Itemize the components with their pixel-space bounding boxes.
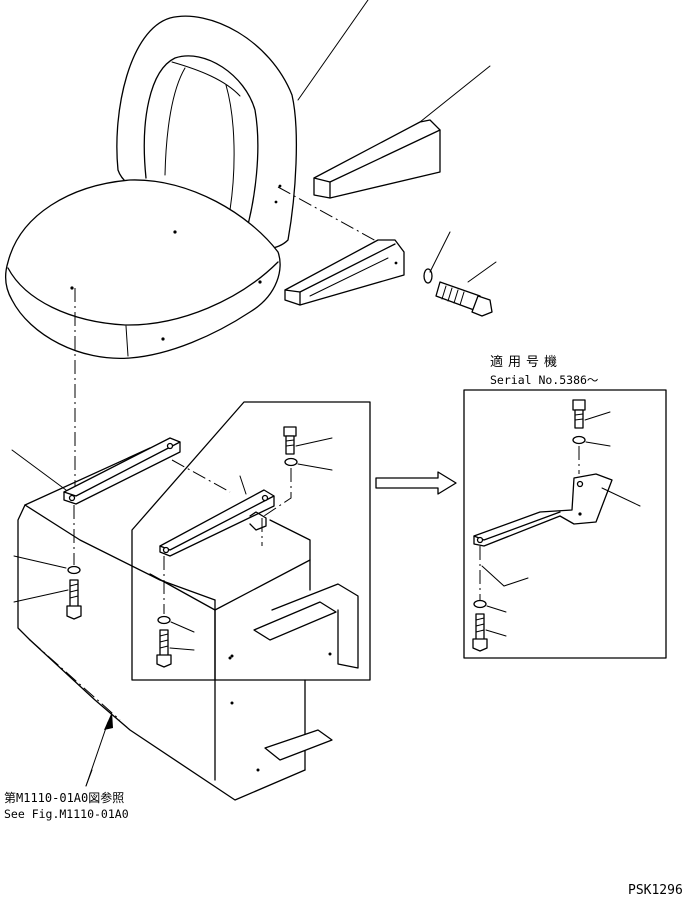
armrest-pad: [313, 65, 491, 199]
rh-bolt-lower: [472, 613, 507, 652]
serial-jp-label: 適用号機: [490, 354, 562, 370]
rh-bolt-upper: [572, 399, 611, 429]
armrest-bolt: [435, 261, 497, 317]
detail-box-right: [463, 389, 667, 659]
seat-base-frame: [17, 447, 306, 801]
seat-mount-bracket-left: [11, 288, 181, 505]
operator-seat: [5, 0, 369, 360]
detail-washer-upper: [263, 457, 333, 517]
detail-washer-lower: [157, 556, 195, 633]
base-bolt: [13, 579, 82, 620]
base-foot-plate: [264, 729, 333, 761]
armrest-washer: [423, 231, 451, 284]
change-arrow: [375, 471, 457, 495]
reference-jp-label: 第M1110-01A0図参照: [4, 790, 124, 805]
reference-en-label: See Fig.M1110-01A0: [4, 807, 129, 821]
reference-arrow: [85, 712, 113, 787]
base-washer: [13, 505, 81, 575]
armrest-bracket: [277, 186, 405, 306]
rh-bracket: [473, 473, 641, 547]
rh-washer-lower: [473, 599, 507, 613]
drawing-code: PSK1296: [628, 883, 683, 898]
rh-washer-upper: [572, 435, 611, 474]
serial-number-label: Serial No.5386～: [490, 373, 599, 387]
detail-box-middle: [131, 401, 371, 681]
detail-bolt-lower: [156, 629, 195, 668]
detail-bolt-upper: [283, 426, 333, 455]
